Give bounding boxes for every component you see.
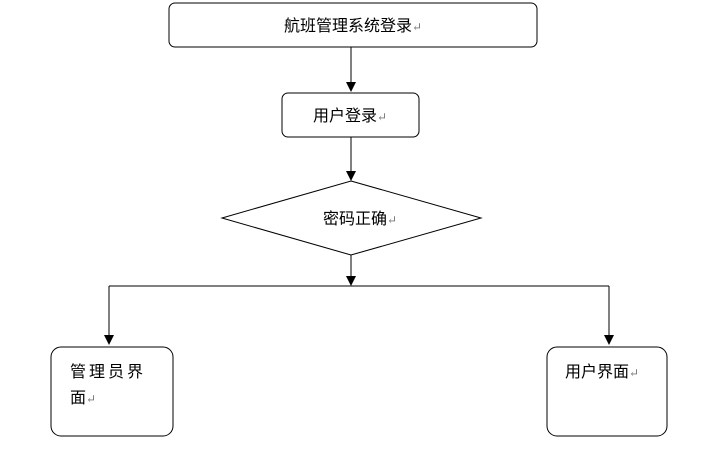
- arrowhead-icon: [604, 335, 614, 345]
- paragraph-mark-icon: ↵: [412, 20, 422, 34]
- edge-decision-to-branches: [104, 255, 614, 345]
- node-admin-interface-label-line2: 面: [70, 388, 86, 407]
- node-system-login: 航班管理系统登录↵: [168, 2, 538, 48]
- arrowhead-icon: [346, 171, 356, 181]
- svg-text:面↵: 面↵: [70, 388, 96, 407]
- svg-text:密码正确↵: 密码正确↵: [323, 209, 397, 228]
- edge-login-to-decision: [346, 137, 356, 181]
- arrowhead-icon: [346, 276, 356, 286]
- node-admin-interface-label-line1: 管理员界: [70, 362, 146, 381]
- node-password-check: 密码正确↵: [220, 180, 483, 256]
- svg-text:航班管理系统登录↵: 航班管理系统登录↵: [284, 16, 422, 35]
- arrowhead-icon: [346, 82, 356, 92]
- paragraph-mark-icon: ↵: [387, 213, 397, 227]
- node-user-interface: 用户界面↵: [546, 346, 668, 437]
- paragraph-mark-icon: ↵: [377, 110, 387, 124]
- edge-title-to-login: [346, 47, 356, 92]
- node-user-login: 用户登录↵: [281, 92, 420, 138]
- node-system-login-label: 航班管理系统登录: [284, 16, 412, 35]
- svg-text:用户界面↵: 用户界面↵: [565, 362, 639, 381]
- node-password-check-label: 密码正确: [323, 209, 387, 228]
- node-admin-interface: 管理员界 面↵: [50, 346, 174, 437]
- paragraph-mark-icon: ↵: [86, 392, 96, 406]
- node-user-interface-label: 用户界面: [565, 362, 629, 381]
- svg-text:用户登录↵: 用户登录↵: [313, 106, 387, 125]
- svg-text:管理员界: 管理员界: [70, 362, 146, 381]
- node-user-login-label: 用户登录: [313, 106, 377, 125]
- paragraph-mark-icon: ↵: [629, 366, 639, 380]
- arrowhead-icon: [104, 335, 114, 345]
